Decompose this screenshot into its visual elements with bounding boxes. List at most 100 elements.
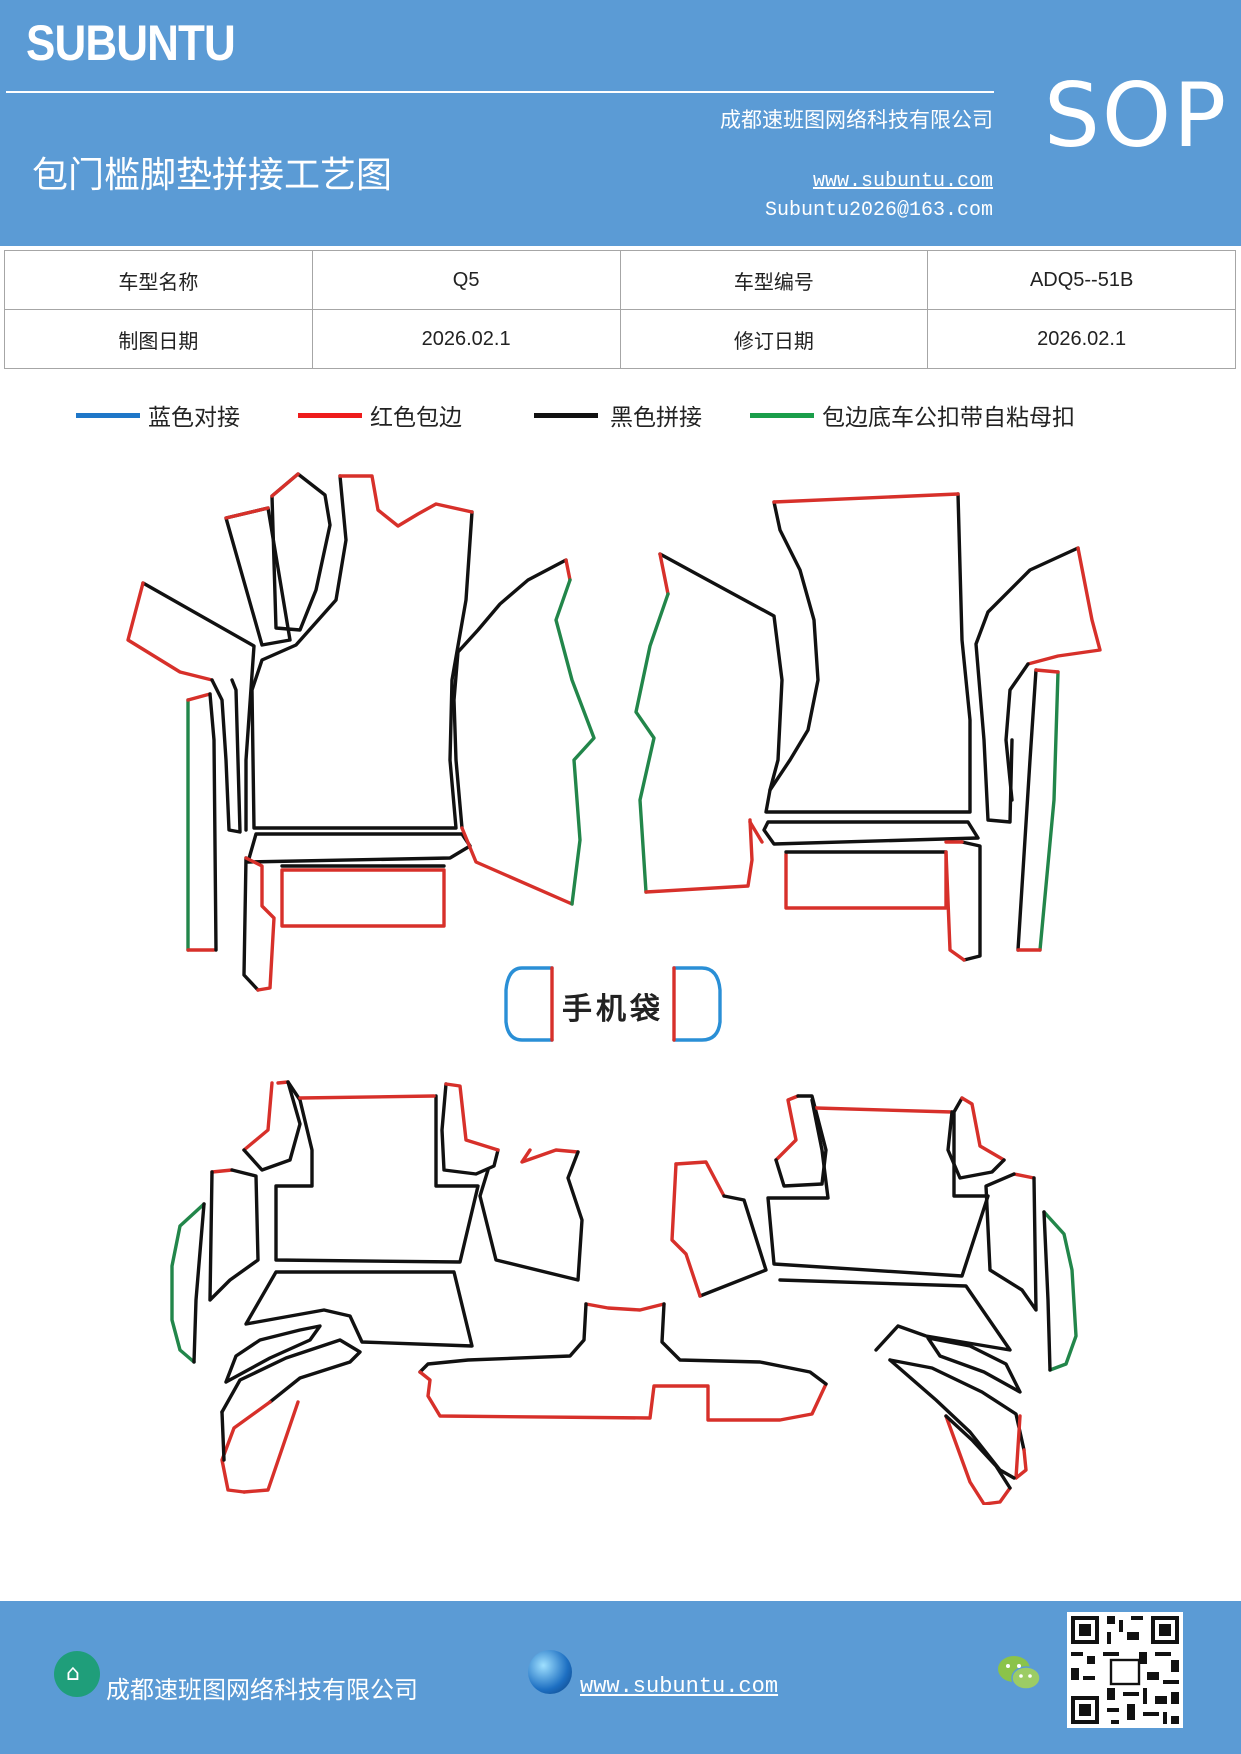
mat-piece (670, 1162, 702, 1298)
mat-piece (224, 506, 292, 647)
mat-piece (224, 506, 270, 520)
mat-piece (1016, 668, 1060, 952)
mat-piece (274, 1080, 480, 1264)
mat-piece (208, 1168, 260, 1302)
mat-piece (220, 1338, 362, 1414)
mat-piece (944, 840, 966, 962)
mat-piece (944, 1414, 1012, 1490)
mat-piece (280, 868, 446, 928)
mat-piece (242, 1400, 300, 1494)
header: SUBUNTU 成都速班图网络科技有限公司 包门槛脚垫拼接工艺图 www.sub… (0, 0, 1241, 246)
rear-right-mats (670, 1094, 1078, 1505)
mat-piece (748, 820, 764, 844)
mat-piece (460, 558, 574, 906)
mat-piece (1012, 1172, 1036, 1180)
revise-date-value: 2026.02.1 (927, 309, 1236, 369)
mat-piece (658, 552, 784, 792)
email-address: Subuntu2026@163.com (764, 199, 993, 222)
mat-piece (1004, 662, 1030, 802)
phone-pocket-group (504, 966, 722, 1042)
mat-piece (674, 1160, 726, 1198)
model-name-label: 车型名称 (4, 250, 313, 310)
table-row: 制图日期 2026.02.1 修订日期 2026.02.1 (4, 309, 1236, 369)
mat-piece (1038, 670, 1060, 952)
model-code-value: ADQ5--51B (927, 250, 1236, 310)
mat-piece (220, 1400, 272, 1494)
mat-piece (210, 1168, 234, 1174)
mat-piece (141, 581, 256, 832)
mat-piece (244, 856, 276, 992)
info-table: 车型名称 Q5 车型编号 ADQ5--51B 制图日期 2026.02.1 修订… (4, 250, 1236, 369)
header-divider (6, 91, 994, 93)
mat-piece (634, 592, 670, 894)
brand-logo: SUBUNTU (26, 15, 236, 71)
mat-piece (440, 1082, 500, 1176)
mat-piece (520, 1148, 580, 1164)
rear-center-mat (418, 1302, 828, 1422)
mat-piece (644, 818, 754, 894)
mat-piece (270, 472, 300, 498)
mat-piece (192, 1202, 206, 1364)
model-code-label: 车型编号 (619, 250, 929, 310)
mat-piece (974, 546, 1080, 824)
website-link[interactable]: www.subuntu.com (812, 170, 993, 193)
mat-piece (1014, 1414, 1028, 1480)
mat-piece (242, 856, 260, 992)
mat-piece (452, 558, 568, 830)
legend-swatch (750, 412, 814, 418)
mat-piece (1042, 1210, 1078, 1372)
revise-date-label: 修订日期 (619, 309, 929, 369)
building-icon: ⌂ (54, 1651, 100, 1697)
legend-label: 黑色拼接 (610, 405, 702, 431)
mat-piece (888, 1358, 1016, 1480)
mat-piece (298, 1094, 436, 1100)
mat-piece (698, 1194, 768, 1298)
legend-swatch (534, 412, 598, 418)
mat-piece (784, 852, 948, 910)
mat-piece (1016, 668, 1038, 952)
mat-piece (224, 1324, 322, 1384)
legend-swatch (76, 412, 140, 418)
mat-piece (1026, 546, 1102, 666)
mat-piece (764, 492, 972, 814)
mat-piece (762, 820, 980, 846)
mat-piece (944, 1414, 1012, 1505)
mat-piece (242, 1080, 290, 1152)
rear-left-mats (170, 1080, 584, 1494)
company-name: 成都速班图网络科技有限公司 (720, 108, 993, 132)
mat-piece (444, 1082, 500, 1152)
mat-piece (778, 1278, 1012, 1352)
mat-piece (186, 692, 216, 952)
globe-icon (528, 1650, 572, 1694)
floor-mat-diagram (126, 472, 1102, 1505)
mat-piece (338, 474, 474, 528)
mat-piece (658, 552, 670, 596)
legend-item-green: 包边底车公扣带自粘母扣 (750, 398, 1075, 432)
mat-piece (126, 581, 214, 682)
document-title: 包门槛脚垫拼接工艺图 (32, 155, 393, 196)
mat-piece (554, 578, 596, 906)
phone-pocket-left (504, 966, 554, 1042)
legend-item-red: 红色包边 (298, 398, 462, 432)
mat-piece (774, 1094, 800, 1162)
mat-piece (220, 1410, 226, 1462)
mat-piece (926, 1336, 1022, 1394)
mat-piece (1042, 1210, 1052, 1372)
sop-badge: SOP (1044, 64, 1229, 167)
mat-piece (584, 1302, 666, 1312)
mat-piece (242, 1080, 302, 1172)
phone-pocket-label: 手机袋 (562, 992, 664, 1027)
mat-piece (984, 1172, 1038, 1312)
legend: 蓝色对接 红色包边 黑色拼接 包边底车公扣带自粘母扣 (0, 398, 1241, 438)
mat-piece (208, 692, 218, 952)
mat-piece (478, 1150, 584, 1282)
mat-piece (814, 1106, 954, 1114)
footer-website-link[interactable]: www.subuntu.com (580, 1674, 779, 1699)
mat-piece (960, 1096, 1006, 1162)
legend-label: 蓝色对接 (148, 405, 240, 431)
front-left-mats (126, 472, 596, 992)
mat-piece (244, 1270, 474, 1348)
front-right-mats (634, 492, 1102, 962)
mat-piece (418, 1370, 828, 1422)
qr-code-icon (1067, 1612, 1183, 1728)
